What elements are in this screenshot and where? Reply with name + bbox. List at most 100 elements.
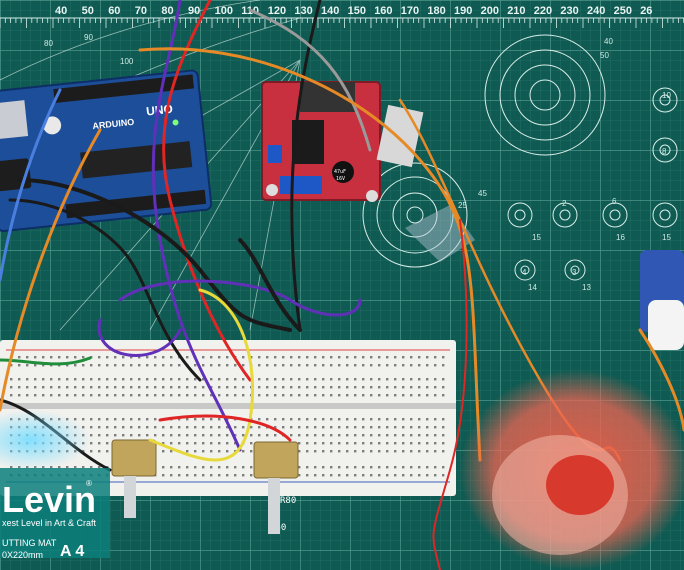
breadboard-hole bbox=[138, 418, 141, 421]
breadboard-hole bbox=[298, 394, 301, 397]
breadboard-hole bbox=[218, 450, 221, 453]
breadboard-hole bbox=[154, 364, 157, 367]
breadboard-hole bbox=[162, 364, 165, 367]
breadboard-hole bbox=[34, 386, 37, 389]
breadboard-hole bbox=[330, 364, 333, 367]
breadboard-hole bbox=[114, 434, 117, 437]
breadboard-hole bbox=[298, 418, 301, 421]
breadboard-hole bbox=[202, 356, 205, 359]
breadboard-hole bbox=[154, 434, 157, 437]
breadboard-label: R80 bbox=[280, 496, 296, 506]
breadboard-hole bbox=[130, 394, 133, 397]
breadboard-hole bbox=[98, 378, 101, 381]
breadboard-hole bbox=[202, 394, 205, 397]
breadboard-hole bbox=[306, 418, 309, 421]
breadboard-hole bbox=[290, 386, 293, 389]
breadboard-hole bbox=[258, 356, 261, 359]
target-label: 10 bbox=[662, 91, 671, 100]
breadboard-hole bbox=[90, 394, 93, 397]
breadboard-hole bbox=[130, 434, 133, 437]
breadboard-hole bbox=[82, 364, 85, 367]
breadboard-hole bbox=[386, 466, 389, 469]
breadboard-hole bbox=[442, 418, 445, 421]
breadboard-hole bbox=[194, 426, 197, 429]
breadboard-hole bbox=[370, 356, 373, 359]
breadboard-hole bbox=[130, 364, 133, 367]
breadboard-hole bbox=[74, 378, 77, 381]
breadboard-hole bbox=[162, 394, 165, 397]
breadboard-hole bbox=[234, 394, 237, 397]
breadboard-hole bbox=[218, 378, 221, 381]
breadboard-hole bbox=[434, 434, 437, 437]
product-name: UTTING MAT bbox=[2, 538, 57, 548]
breadboard-hole bbox=[178, 418, 181, 421]
breadboard-hole bbox=[378, 442, 381, 445]
breadboard-hole bbox=[170, 466, 173, 469]
breadboard-hole bbox=[386, 394, 389, 397]
breadboard-hole bbox=[426, 466, 429, 469]
breadboard-hole bbox=[170, 450, 173, 453]
breadboard-hole bbox=[242, 426, 245, 429]
breadboard-hole bbox=[330, 434, 333, 437]
arc-label: 80 bbox=[44, 39, 53, 48]
breadboard-hole bbox=[170, 394, 173, 397]
breadboard-hole bbox=[274, 356, 277, 359]
breadboard-hole bbox=[154, 378, 157, 381]
breadboard-hole bbox=[154, 426, 157, 429]
breadboard-hole bbox=[106, 426, 109, 429]
breadboard-hole bbox=[442, 466, 445, 469]
breadboard-hole bbox=[146, 378, 149, 381]
breadboard-hole bbox=[202, 426, 205, 429]
breadboard-hole bbox=[106, 364, 109, 367]
breadboard-hole bbox=[218, 434, 221, 437]
breadboard-hole bbox=[362, 474, 365, 477]
breadboard-hole bbox=[418, 474, 421, 477]
breadboard-hole bbox=[330, 442, 333, 445]
breadboard-hole bbox=[378, 474, 381, 477]
breadboard-hole bbox=[402, 386, 405, 389]
breadboard-hole bbox=[274, 418, 277, 421]
breadboard-hole bbox=[186, 474, 189, 477]
breadboard-hole bbox=[354, 442, 357, 445]
breadboard-hole bbox=[426, 364, 429, 367]
breadboard-hole bbox=[346, 386, 349, 389]
breadboard-hole bbox=[298, 450, 301, 453]
breadboard-hole bbox=[330, 378, 333, 381]
breadboard-hole bbox=[338, 434, 341, 437]
arc-label: 100 bbox=[120, 57, 134, 66]
breadboard-hole bbox=[298, 442, 301, 445]
breadboard-hole bbox=[210, 378, 213, 381]
breadboard-hole bbox=[106, 356, 109, 359]
breadboard-hole bbox=[90, 418, 93, 421]
breadboard-hole bbox=[394, 394, 397, 397]
breadboard-hole bbox=[338, 466, 341, 469]
breadboard-hole bbox=[210, 450, 213, 453]
breadboard-hole bbox=[258, 418, 261, 421]
breadboard-hole bbox=[354, 378, 357, 381]
breadboard-hole bbox=[410, 442, 413, 445]
breadboard-hole bbox=[66, 378, 69, 381]
breadboard-hole bbox=[242, 466, 245, 469]
breadboard-hole bbox=[322, 394, 325, 397]
breadboard-hole bbox=[274, 426, 277, 429]
breadboard-hole bbox=[66, 356, 69, 359]
ruler-label: 26 bbox=[640, 5, 652, 17]
breadboard-hole bbox=[234, 386, 237, 389]
breadboard-hole bbox=[90, 386, 93, 389]
breadboard-hole bbox=[282, 426, 285, 429]
ruler-label: 160 bbox=[374, 5, 392, 17]
breadboard-hole bbox=[442, 450, 445, 453]
breadboard-hole bbox=[210, 356, 213, 359]
breadboard-hole bbox=[402, 474, 405, 477]
breadboard-hole bbox=[226, 386, 229, 389]
breadboard-hole bbox=[138, 356, 141, 359]
breadboard-hole bbox=[242, 434, 245, 437]
breadboard-hole bbox=[154, 356, 157, 359]
breadboard-hole bbox=[426, 434, 429, 437]
breadboard-hole bbox=[418, 394, 421, 397]
breadboard-hole bbox=[242, 394, 245, 397]
ruler-label: 130 bbox=[294, 5, 312, 17]
breadboard-hole bbox=[90, 426, 93, 429]
breadboard-hole bbox=[202, 418, 205, 421]
